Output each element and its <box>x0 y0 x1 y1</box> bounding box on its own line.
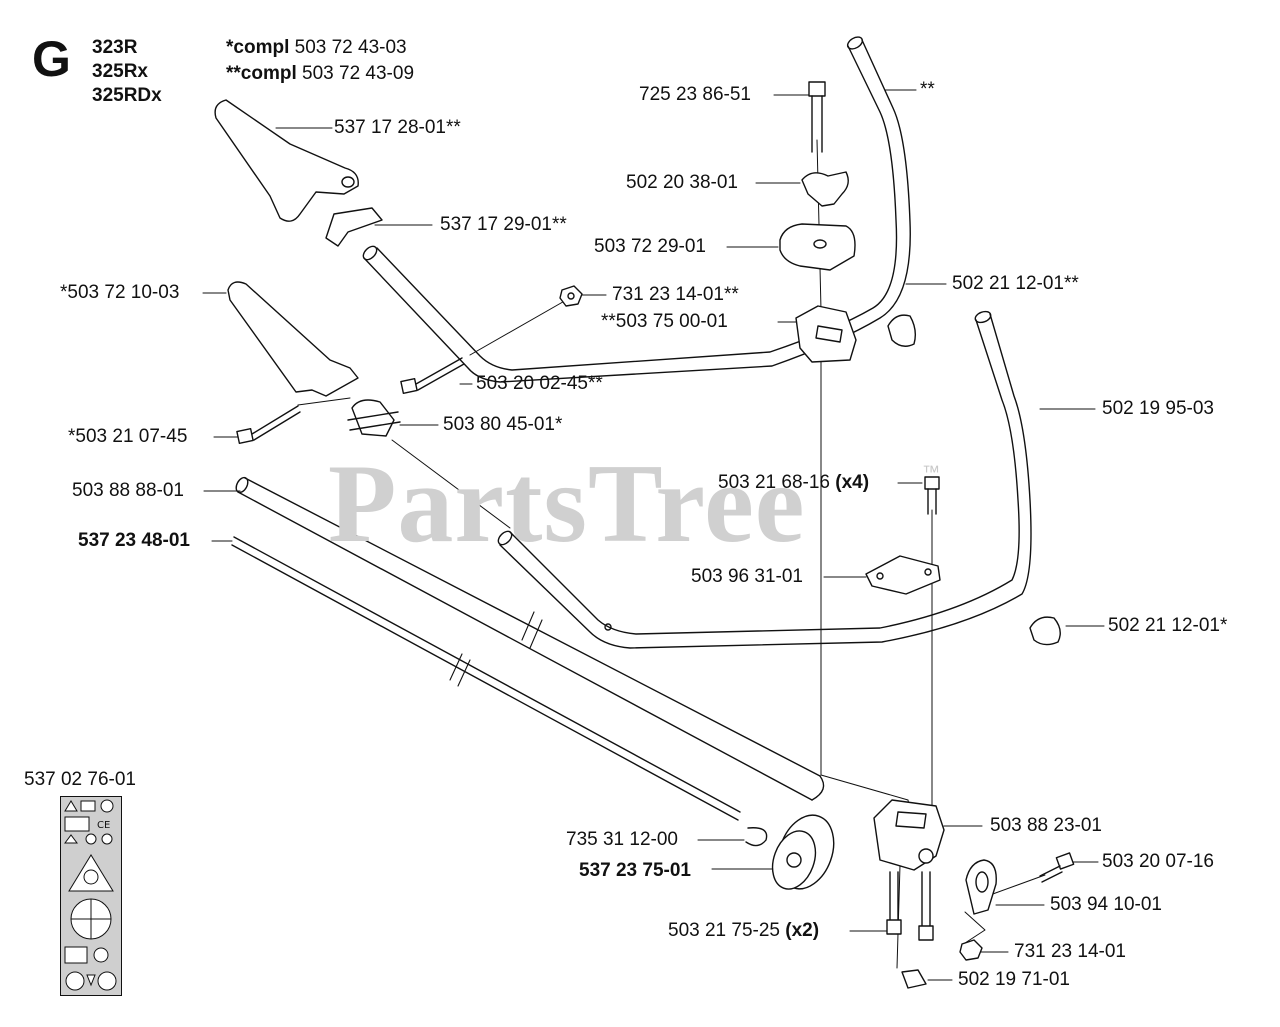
flange-537-23-75-01 <box>771 814 835 890</box>
part-label[interactable]: 503 88 88-01 <box>72 480 184 501</box>
part-label[interactable]: 502 20 38-01 <box>626 172 738 193</box>
part-label[interactable]: 735 31 12-00 <box>566 829 678 850</box>
watermark: PartsTree <box>328 442 806 566</box>
bolt-503-21-07-45 <box>236 405 301 445</box>
leader-lines <box>202 89 1105 981</box>
bolt-503-20-07-16 <box>1039 852 1075 883</box>
part-label[interactable]: 503 72 29-01 <box>594 236 706 257</box>
shaft-tube <box>235 476 825 801</box>
cap-503-72-29-01 <box>779 223 856 271</box>
model-name: 325Rx <box>92 61 148 82</box>
part-label[interactable]: 503 96 31-01 <box>691 566 803 587</box>
clip-735-31-12-00 <box>745 827 768 847</box>
section-letter: G <box>32 31 71 87</box>
nut-plate-502-19-71-01 <box>901 969 927 989</box>
drive-shaft <box>231 536 741 821</box>
part-label[interactable]: 502 19 71-01 <box>958 969 1070 990</box>
trademark-symbol: ™ <box>922 462 940 482</box>
housing-503-88-23-01 <box>873 799 945 871</box>
part-label[interactable]: 503 21 68-16 (x4) <box>718 473 869 492</box>
compl-note: **compl 503 72 43-09 <box>226 64 414 83</box>
part-label[interactable]: ** <box>920 79 935 100</box>
part-label[interactable]: 502 19 95-03 <box>1102 398 1214 419</box>
loop-handle-upper <box>362 36 911 383</box>
part-label[interactable]: 537 02 76-01 <box>24 769 136 790</box>
part-label[interactable]: 503 21 75-25 (x2) <box>668 921 819 940</box>
part-label[interactable]: 503 94 10-01 <box>1050 894 1162 915</box>
screw-503-21-68-16 <box>924 476 940 515</box>
screw-503-21-75-25-b <box>918 871 934 941</box>
svg-text:CE: CE <box>97 820 110 831</box>
part-label[interactable]: 503 80 45-01* <box>443 414 563 435</box>
bracket-503-94-10-01 <box>965 859 997 915</box>
compl-prefix: *compl <box>226 37 290 58</box>
part-label[interactable]: 537 17 29-01** <box>440 214 567 235</box>
screw-503-21-75-25-a <box>886 871 902 935</box>
bracket-503-75-00-01 <box>795 305 857 363</box>
model-name: 323R <box>92 37 138 58</box>
assembly-lines <box>297 139 1046 969</box>
grip-lower <box>227 281 359 397</box>
compl-number: 503 72 43-03 <box>294 37 407 58</box>
part-label[interactable]: 503 20 07-16 <box>1102 851 1214 872</box>
nut-lower <box>959 939 983 961</box>
part-quantity: (x2) <box>785 920 820 941</box>
bolt-725-23-86-51 <box>808 81 826 153</box>
compl-prefix: **compl <box>226 63 297 84</box>
part-label[interactable]: *503 72 10-03 <box>60 282 180 303</box>
part-label[interactable]: 503 88 23-01 <box>990 815 1102 836</box>
knob-502-20-38-01 <box>801 171 849 207</box>
compl-number: 503 72 43-09 <box>302 63 415 84</box>
part-label[interactable]: 731 23 14-01** <box>612 284 739 305</box>
clamp-upper <box>325 207 383 247</box>
clamp-503-80-45-01 <box>347 399 401 437</box>
model-name: 325RDx <box>92 85 162 106</box>
part-label[interactable]: 537 23 48-01 <box>78 530 190 551</box>
part-label[interactable]: *503 21 07-45 <box>68 426 188 447</box>
grip-upper <box>214 99 359 222</box>
part-label[interactable]: 537 17 28-01** <box>334 117 461 138</box>
compl-note: *compl 503 72 43-03 <box>226 38 407 57</box>
safety-decal: CE <box>60 796 122 996</box>
part-number: 503 21 68-16 <box>718 472 830 493</box>
bracket-503-96-31-01 <box>865 555 941 595</box>
part-quantity: (x4) <box>835 472 870 493</box>
part-label[interactable]: 537 23 75-01 <box>579 860 691 881</box>
bolt-503-20-02-45 <box>400 357 465 395</box>
knob-502-21-12-01-upper <box>887 314 917 347</box>
part-label[interactable]: **503 75 00-01 <box>601 311 728 332</box>
safety-decal-graphic: CE <box>64 799 117 991</box>
part-label[interactable]: 502 21 12-01* <box>1108 615 1228 636</box>
nut-upper <box>559 285 583 307</box>
part-number: 503 21 75-25 <box>668 920 780 941</box>
part-label[interactable]: 725 23 86-51 <box>639 84 751 105</box>
part-label[interactable]: 503 20 02-45** <box>476 373 603 394</box>
part-label[interactable]: 502 21 12-01** <box>952 273 1079 294</box>
knob-502-21-12-01-lower <box>1029 616 1061 646</box>
loop-handle-lower <box>497 310 1032 649</box>
part-label[interactable]: 731 23 14-01 <box>1014 941 1126 962</box>
